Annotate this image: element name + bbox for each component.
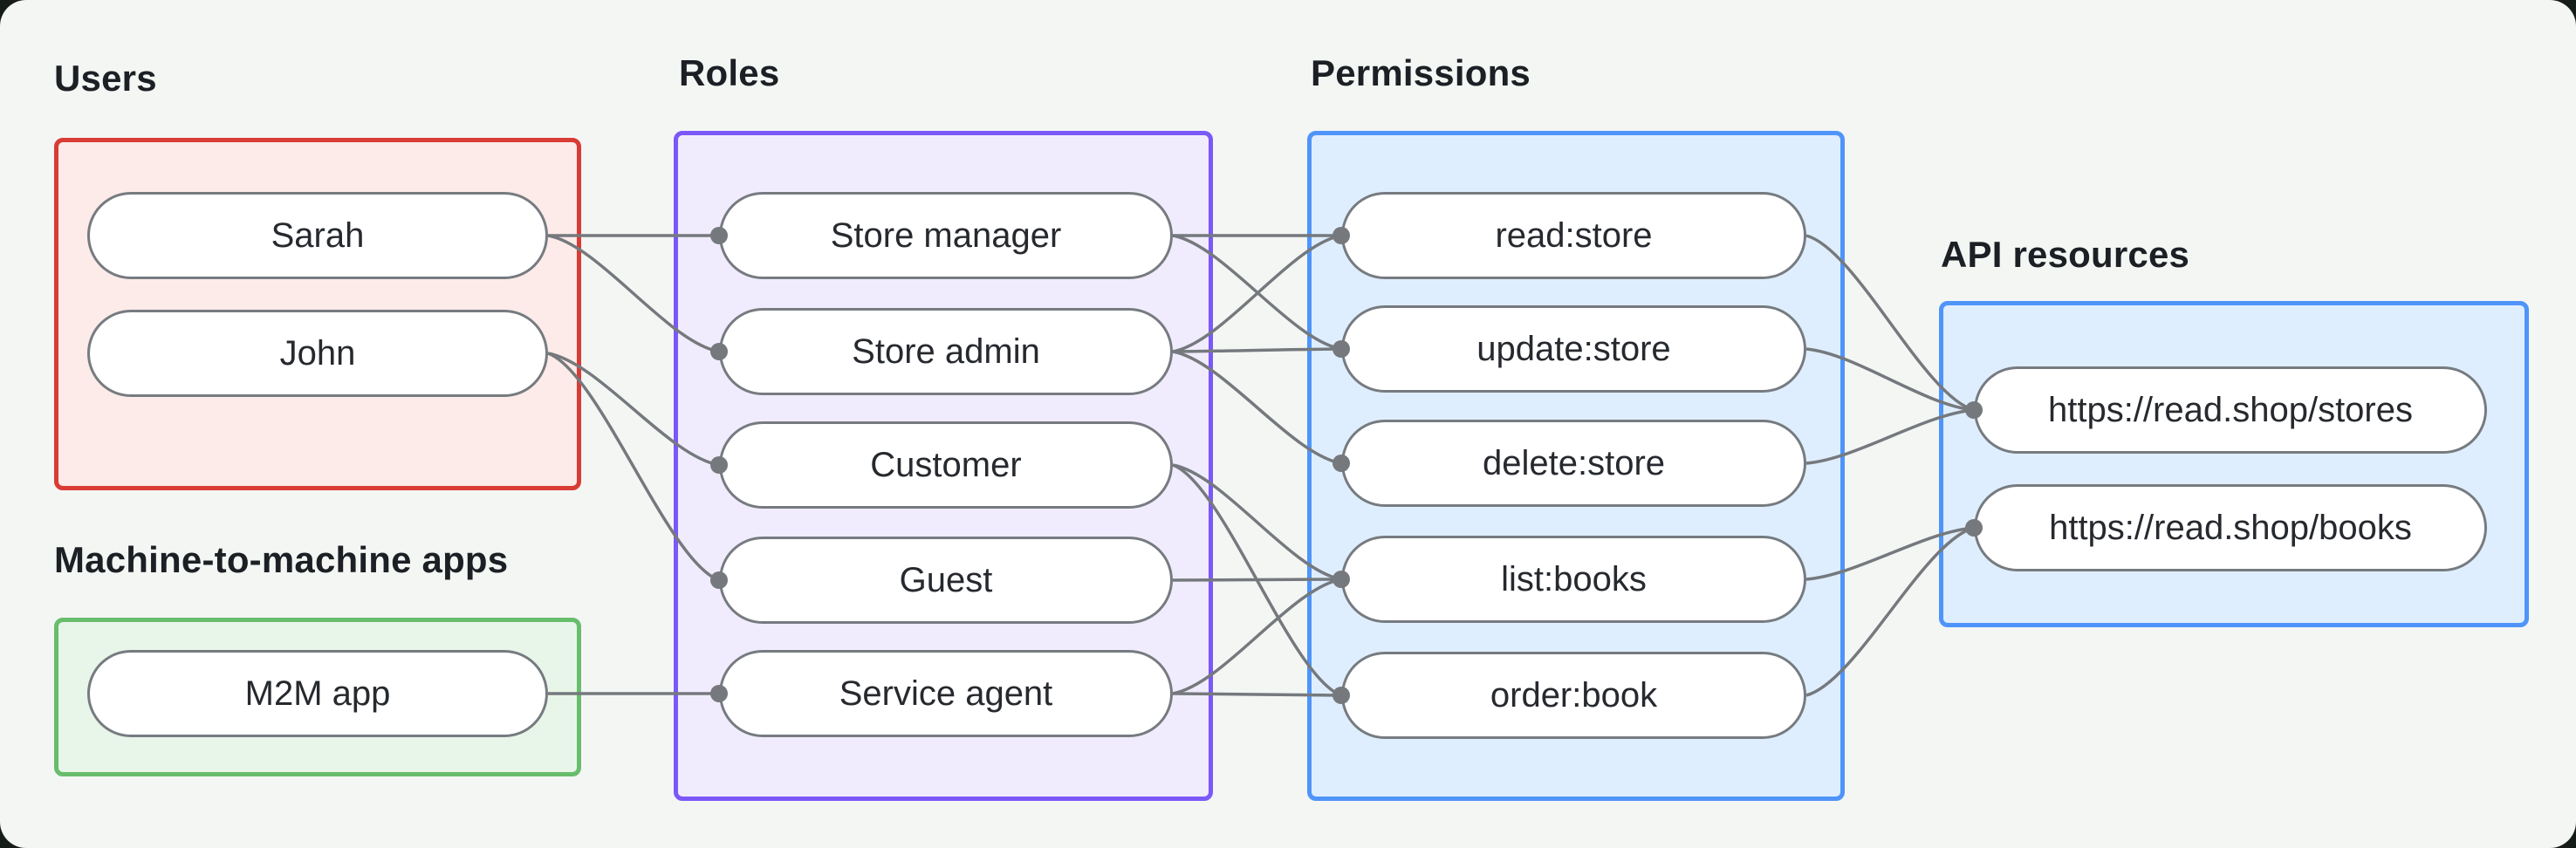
node-sarah: Sarah xyxy=(87,192,548,279)
node-api-books: https://read.shop/books xyxy=(1974,484,2487,571)
users-group-box: Sarah John xyxy=(54,138,581,490)
node-read-store: read:store xyxy=(1341,192,1806,279)
users-heading: Users xyxy=(54,58,157,99)
node-john: John xyxy=(87,310,548,397)
node-store-admin: Store admin xyxy=(719,308,1173,395)
node-api-stores: https://read.shop/stores xyxy=(1974,366,2487,454)
node-order-book: order:book xyxy=(1341,652,1806,739)
node-m2m-app: M2M app xyxy=(87,650,548,737)
roles-group-box: Store manager Store admin Customer Guest… xyxy=(674,131,1213,801)
node-store-manager: Store manager xyxy=(719,192,1173,279)
m2m-heading: Machine-to-machine apps xyxy=(54,539,509,580)
node-service-agent: Service agent xyxy=(719,650,1173,737)
node-update-store: update:store xyxy=(1341,305,1806,393)
api-resources-heading: API resources xyxy=(1941,234,2190,275)
permissions-group-box: read:store update:store delete:store lis… xyxy=(1307,131,1845,801)
m2m-group-box: M2M app xyxy=(54,618,581,776)
node-guest: Guest xyxy=(719,537,1173,624)
roles-heading: Roles xyxy=(679,52,780,93)
permissions-heading: Permissions xyxy=(1311,52,1531,93)
node-customer: Customer xyxy=(719,421,1173,509)
node-delete-store: delete:store xyxy=(1341,420,1806,507)
api-resources-group-box: https://read.shop/stores https://read.sh… xyxy=(1939,301,2529,627)
node-list-books: list:books xyxy=(1341,536,1806,623)
